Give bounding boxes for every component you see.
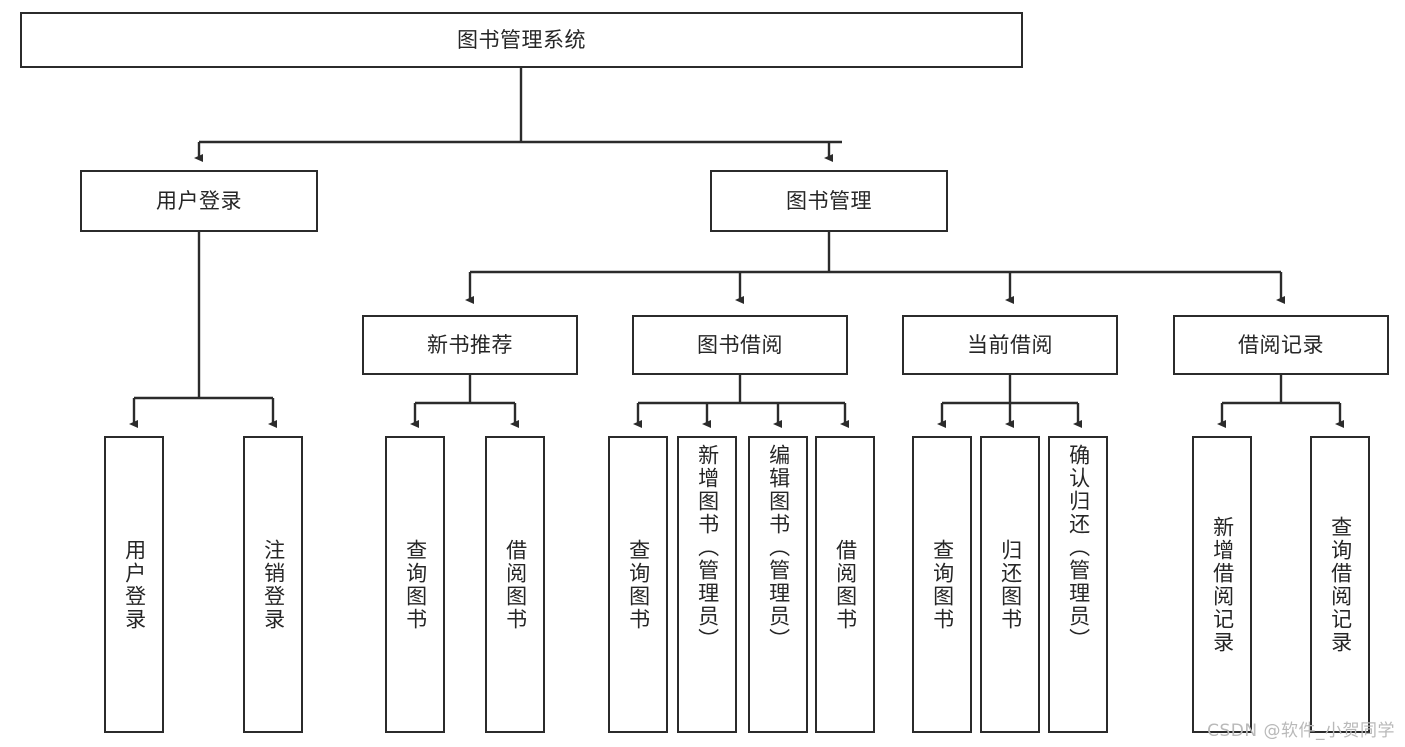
node-leaf-return-book[interactable]: 归还图书 — [980, 436, 1040, 733]
node-borrow-record-label: 借阅记录 — [1238, 332, 1324, 357]
node-leaf-add-borrow-record[interactable]: 新增借阅记录 — [1192, 436, 1252, 733]
node-new-book-recommend-label: 新书推荐 — [427, 332, 513, 357]
node-leaf-borrow-book-label: 借阅图书 — [833, 538, 858, 631]
node-user-login-label: 用户登录 — [156, 188, 242, 213]
node-leaf-edit-book-admin-label: 编辑图书（管理员） — [766, 444, 791, 651]
node-root-label: 图书管理系统 — [457, 27, 586, 52]
node-book-management[interactable]: 图书管理 — [710, 170, 948, 232]
csdn-watermark: CSDN @软件_小贺同学 — [1207, 721, 1395, 741]
node-leaf-return-book-label: 归还图书 — [998, 538, 1023, 631]
node-leaf-query-book-current-label: 查询图书 — [930, 538, 955, 631]
node-leaf-logout-login-label: 注销登录 — [261, 538, 286, 631]
node-leaf-add-borrow-record-label: 新增借阅记录 — [1210, 515, 1235, 654]
node-leaf-borrow-book[interactable]: 借阅图书 — [815, 436, 875, 733]
node-book-borrow[interactable]: 图书借阅 — [632, 315, 848, 375]
node-leaf-query-book-current[interactable]: 查询图书 — [912, 436, 972, 733]
node-current-borrow-label: 当前借阅 — [967, 332, 1053, 357]
node-leaf-query-borrow-record-label: 查询借阅记录 — [1328, 515, 1353, 654]
node-current-borrow[interactable]: 当前借阅 — [902, 315, 1118, 375]
node-leaf-query-borrow-record[interactable]: 查询借阅记录 — [1310, 436, 1370, 733]
node-leaf-confirm-return-admin-label: 确认归还（管理员） — [1066, 444, 1091, 651]
node-new-book-recommend[interactable]: 新书推荐 — [362, 315, 578, 375]
node-leaf-query-book-borrow[interactable]: 查询图书 — [608, 436, 668, 733]
node-leaf-add-book-admin[interactable]: 新增图书（管理员） — [677, 436, 737, 733]
node-leaf-user-login[interactable]: 用户登录 — [104, 436, 164, 733]
node-user-login[interactable]: 用户登录 — [80, 170, 318, 232]
node-leaf-user-login-label: 用户登录 — [122, 538, 147, 631]
node-leaf-edit-book-admin[interactable]: 编辑图书（管理员） — [748, 436, 808, 733]
node-leaf-query-book-borrow-label: 查询图书 — [626, 538, 651, 631]
node-book-management-label: 图书管理 — [786, 188, 872, 213]
node-leaf-query-book-recommend-label: 查询图书 — [403, 538, 428, 631]
node-leaf-query-book-recommend[interactable]: 查询图书 — [385, 436, 445, 733]
node-borrow-record[interactable]: 借阅记录 — [1173, 315, 1389, 375]
node-root[interactable]: 图书管理系统 — [20, 12, 1023, 68]
node-leaf-borrow-book-recommend-label: 借阅图书 — [503, 538, 528, 631]
node-leaf-confirm-return-admin[interactable]: 确认归还（管理员） — [1048, 436, 1108, 733]
node-leaf-borrow-book-recommend[interactable]: 借阅图书 — [485, 436, 545, 733]
node-leaf-add-book-admin-label: 新增图书（管理员） — [695, 444, 720, 651]
node-book-borrow-label: 图书借阅 — [697, 332, 783, 357]
node-leaf-logout-login[interactable]: 注销登录 — [243, 436, 303, 733]
